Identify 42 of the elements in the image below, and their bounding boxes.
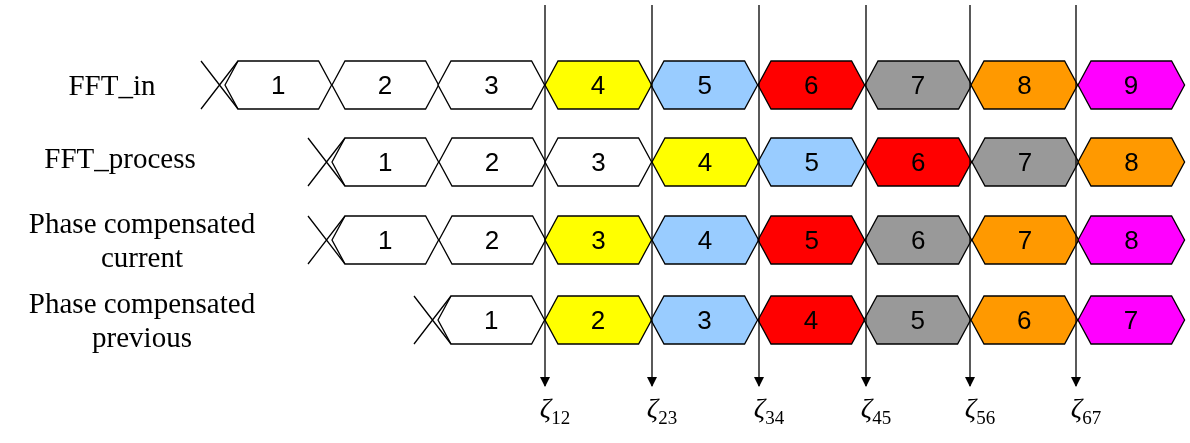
data-segment: 6 [865, 138, 972, 186]
data-segment: 3 [545, 138, 652, 186]
time-marker-label: ζ$_{12}$ [539, 392, 571, 429]
data-segment: 8 [1078, 138, 1185, 186]
data-segment: 1 [438, 296, 545, 344]
data-segment: 4 [757, 296, 865, 344]
data-segment: 1 [225, 61, 332, 109]
data-segment: 7 [1077, 296, 1185, 344]
data-segment: 4 [651, 216, 759, 264]
time-marker-label: ζ$_{56}$ [964, 392, 996, 429]
data-segment: 2 [331, 61, 439, 109]
data-segment: 1 [332, 138, 439, 186]
data-segment: 2 [438, 138, 546, 186]
data-segment: 2 [544, 296, 652, 344]
time-marker-label: ζ$_{34}$ [753, 392, 785, 429]
data-segment: 4 [544, 61, 652, 109]
time-marker-label: ζ$_{45}$ [860, 392, 892, 429]
data-segment: 6 [758, 61, 865, 109]
data-segment: 1 [332, 216, 439, 264]
data-segment: 5 [758, 216, 865, 264]
row-label: FFT_process [44, 141, 196, 175]
row-label: Phase compensated current [27, 206, 257, 274]
data-segment: 3 [651, 296, 758, 344]
data-segment: 4 [651, 138, 759, 186]
data-segment: 5 [864, 296, 971, 344]
data-segment: 8 [971, 61, 1078, 109]
data-segment: 3 [545, 216, 652, 264]
data-segment: 5 [651, 61, 758, 109]
time-marker-label: ζ$_{67}$ [1070, 392, 1102, 429]
time-marker-label: ζ$_{23}$ [646, 392, 678, 429]
data-segment: 6 [971, 296, 1078, 344]
data-segment: 6 [865, 216, 972, 264]
row-label: Phase compensated previous [27, 286, 257, 354]
data-segment: 7 [971, 216, 1079, 264]
data-segment: 7 [971, 138, 1079, 186]
data-segment: 5 [758, 138, 865, 186]
data-segment: 7 [864, 61, 972, 109]
data-segment: 3 [438, 61, 545, 109]
data-segment: 9 [1077, 61, 1185, 109]
data-segment: 8 [1078, 216, 1185, 264]
row-label: FFT_in [68, 68, 156, 102]
data-segment: 2 [438, 216, 546, 264]
